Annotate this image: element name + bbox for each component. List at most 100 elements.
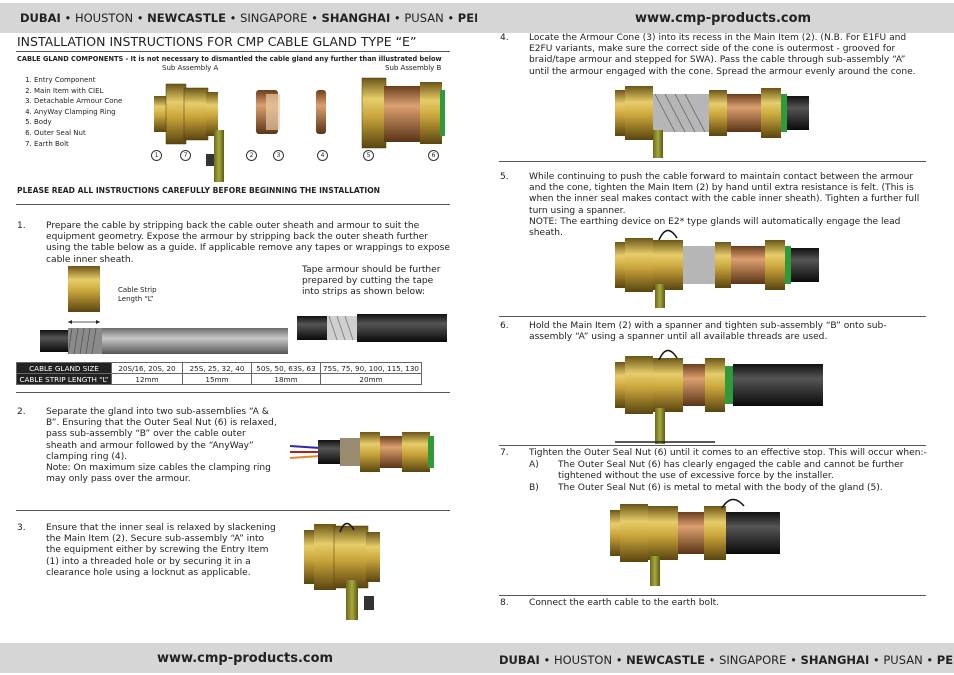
step7-text: Tighten the Outer Seal Nut (6) until it …: [529, 448, 927, 458]
callout-5: 5: [363, 150, 374, 161]
step2-number: 2.: [17, 407, 26, 417]
city-separator: •: [390, 11, 405, 25]
city-separator: •: [226, 11, 241, 25]
component-list-item: Outer Seal Nut: [34, 128, 122, 139]
component-list-item: Detachable Armour Cone: [34, 96, 122, 107]
city-separator: •: [443, 11, 458, 25]
component-list-item: Entry Component: [34, 75, 122, 86]
warning-text: PLEASE READ ALL INSTRUCTIONS CAREFULLY B…: [17, 186, 381, 195]
component-list-item: Body: [34, 117, 122, 128]
city-name: HOUSTON: [74, 11, 134, 25]
component-list-item: Main Item with CIEL: [34, 86, 122, 97]
components-heading: CABLE GLAND COMPONENTS - It is not neces…: [17, 55, 442, 63]
step7-rule: [499, 595, 926, 596]
step2-rule: [16, 510, 450, 511]
step5-text: While continuing to push the cable forwa…: [529, 172, 920, 216]
table-cell: 15mm: [182, 373, 252, 385]
city-name: NEWCASTLE: [626, 653, 705, 667]
table-cell: 25S, 25, 32, 40: [182, 362, 252, 374]
header-cities-left: DUBAI • HOUSTON • NEWCASTLE • SINGAPORE …: [20, 11, 500, 25]
table-cell: 75S, 75, 90, 100, 115, 130: [319, 362, 423, 374]
footer-cities-right: DUBAI • HOUSTON • NEWCASTLE • SINGAPORE …: [499, 653, 954, 667]
city-name: SHANGHAI: [321, 11, 391, 25]
city-name: HOUSTON: [553, 653, 613, 667]
city-name: PERTH: [936, 653, 954, 667]
city-separator: •: [786, 653, 801, 667]
sub-assembly-b-drawing: [361, 77, 445, 149]
step8-text: Connect the earth cable to the earth bol…: [529, 598, 720, 608]
city-name: SHANGHAI: [800, 653, 870, 667]
city-separator: •: [612, 653, 627, 667]
header-band-right: www.cmp-products.com: [477, 3, 954, 33]
step7-a-label: A): [529, 460, 539, 470]
city-name: NEWCASTLE: [147, 11, 226, 25]
step6-number: 6.: [500, 321, 509, 331]
armour-cone-drawing: [256, 90, 280, 134]
clamping-ring-drawing: [316, 90, 326, 134]
warning-rule: [16, 204, 450, 205]
table-cell: 20S/16, 20S, 20: [111, 362, 183, 374]
callout-6: 6: [428, 150, 439, 161]
component-list-item: Earth Bolt: [34, 139, 122, 150]
step5-rule: [499, 316, 926, 317]
city-name: DUBAI: [499, 653, 540, 667]
step6-text: Hold the Main Item (2) with a spanner an…: [529, 321, 887, 343]
step8-number: 8.: [500, 598, 509, 608]
step2-note: Note: On maximum size cables the clampin…: [46, 463, 271, 485]
city-name: SINGAPORE: [719, 653, 787, 667]
sub-assembly-b-label: Sub Assembly B: [385, 64, 442, 72]
step4-text: Locate the Armour Cone (3) into its rece…: [529, 33, 916, 77]
city-name: SINGAPORE: [240, 11, 308, 25]
title-rule: [16, 51, 450, 52]
step2-illustration: [289, 432, 434, 472]
step7-a-text: The Outer Seal Nut (6) has clearly engag…: [558, 460, 904, 482]
callout-4: 4: [317, 150, 328, 161]
cable-strip-label-line2: Length “L”: [118, 295, 154, 303]
components-list: Entry ComponentMain Item with CIELDetach…: [0, 75, 122, 149]
step7-b-label: B): [529, 483, 539, 493]
step1-rule: [16, 392, 450, 393]
step4-number: 4.: [500, 33, 509, 43]
city-separator: •: [60, 11, 75, 25]
step1-text: Prepare the cable by stripping back the …: [46, 221, 451, 265]
callout-2: 2: [246, 150, 257, 161]
city-separator: •: [307, 11, 322, 25]
table-cell: 20mm: [319, 373, 423, 385]
step7-illustration: [610, 498, 780, 586]
tape-armour-illustration: [297, 314, 447, 342]
step3-text: Ensure that the inner seal is relaxed by…: [46, 523, 276, 578]
header-band-left: DUBAI • HOUSTON • NEWCASTLE • SINGAPORE …: [0, 3, 500, 33]
tape-armour-text: Tape armour should be further prepared b…: [302, 265, 441, 298]
table-cell: 18mm: [251, 373, 321, 385]
step5-illustration: [615, 229, 819, 308]
header-url[interactable]: www.cmp-products.com: [635, 11, 812, 26]
callout-7: 7: [180, 150, 191, 161]
callout-1: 1: [151, 150, 162, 161]
callout-3: 3: [273, 150, 284, 161]
step7-number: 7.: [500, 448, 509, 458]
city-separator: •: [133, 11, 148, 25]
footer-band-right: DUBAI • HOUSTON • NEWCASTLE • SINGAPORE …: [477, 643, 954, 673]
step6-illustration: [615, 349, 823, 444]
sub-assembly-a-label: Sub Assembly A: [162, 64, 219, 72]
table-cell: 50S, 50, 63S, 63: [251, 362, 321, 374]
step3-illustration: [304, 522, 380, 620]
page-title: INSTALLATION INSTRUCTIONS FOR CMP CABLE …: [17, 34, 417, 49]
table-cell: 12mm: [111, 373, 183, 385]
city-separator: •: [869, 653, 884, 667]
components-illustration: [154, 77, 445, 182]
table-header-gland-size: CABLE GLAND SIZE: [16, 362, 112, 374]
city-name: PUSAN: [883, 653, 923, 667]
city-separator: •: [705, 653, 720, 667]
component-list-item: AnyWay Clamping Ring: [34, 107, 122, 118]
sub-assembly-a-drawing: [154, 83, 224, 182]
step4-rule: [499, 161, 926, 162]
city-separator: •: [539, 653, 554, 667]
step3-number: 3.: [17, 523, 26, 533]
footer-url[interactable]: www.cmp-products.com: [157, 651, 334, 666]
city-separator: •: [922, 653, 937, 667]
city-name: PUSAN: [404, 11, 444, 25]
step5-note: NOTE: The earthing device on E2* type gl…: [529, 217, 901, 239]
strip-length-table: CABLE GLAND SIZE 20S/16, 20S, 20 25S, 25…: [16, 362, 423, 385]
step7-b-text: The Outer Seal Nut (6) is metal to metal…: [558, 483, 883, 493]
